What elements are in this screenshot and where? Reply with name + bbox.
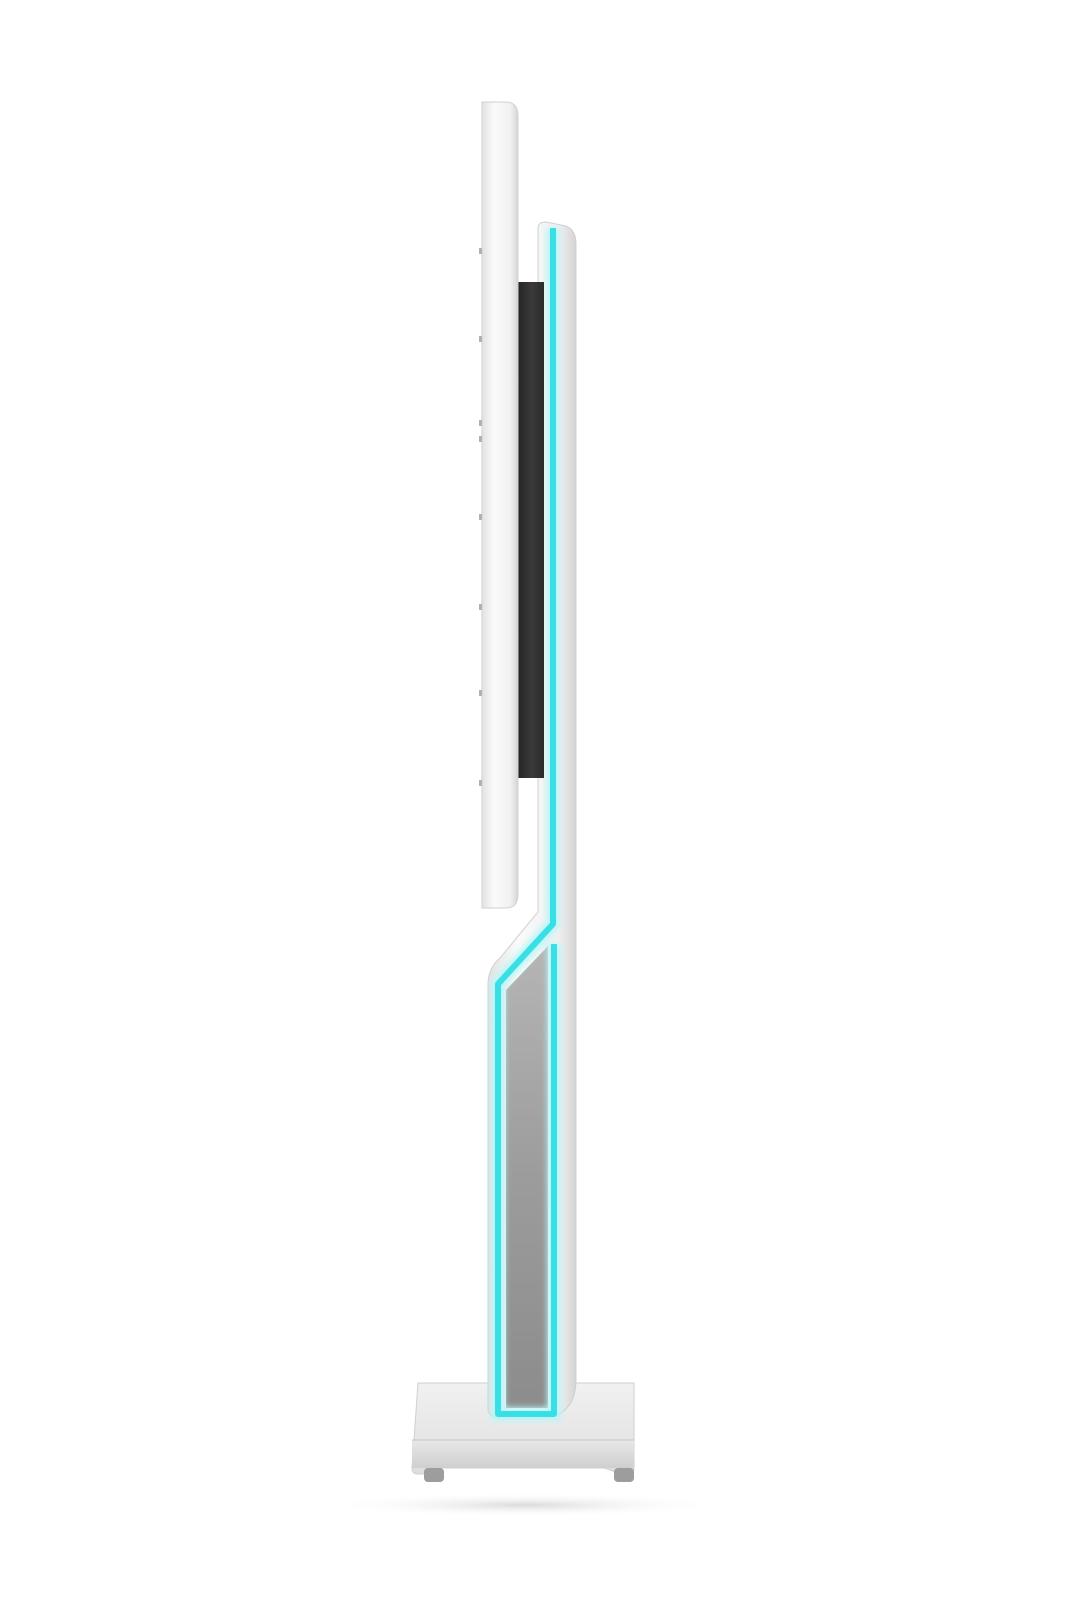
side-notches	[479, 248, 482, 786]
accent-light-strip	[491, 228, 561, 1421]
base-plate	[411, 1382, 635, 1482]
base-foot-right	[614, 1468, 634, 1482]
screen-edge	[514, 282, 544, 778]
display-panel	[479, 101, 544, 909]
side-panel	[506, 946, 548, 1408]
base-foot-left	[424, 1468, 444, 1482]
display-frame	[481, 101, 519, 909]
floor-shadow	[325, 1493, 725, 1517]
